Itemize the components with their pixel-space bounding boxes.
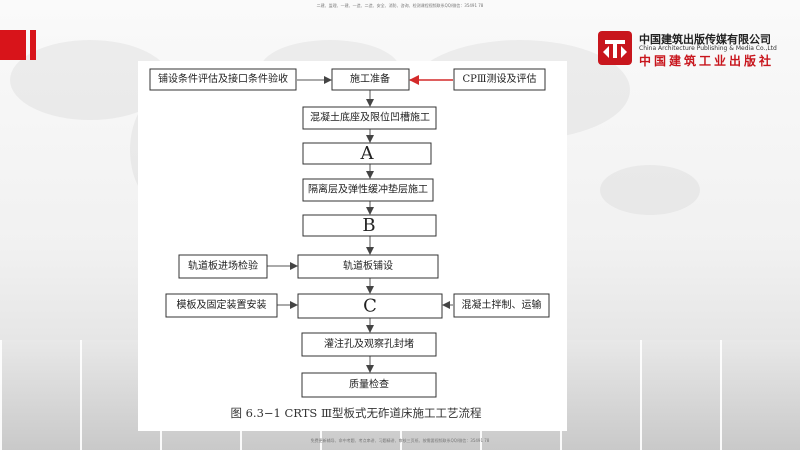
step-label-prep: 施工准备 bbox=[350, 72, 390, 85]
input-box-formwork bbox=[165, 293, 278, 318]
input-box-survey bbox=[149, 68, 297, 91]
figure-caption: 图 6.3−1 CRTS Ⅲ型板式无砟道床施工工艺流程 bbox=[230, 406, 482, 420]
step-box-B bbox=[302, 214, 437, 237]
publisher-name-en: China Architecture Publishing & Media Co… bbox=[639, 45, 777, 52]
red-accent-bar-thin bbox=[30, 30, 36, 60]
step-label-iso: 隔离层及弹性缓冲垫层施工 bbox=[308, 183, 428, 196]
input-box-slab-in bbox=[178, 254, 268, 279]
step-box-prep bbox=[331, 68, 410, 91]
step-label-qc: 质量检查 bbox=[349, 378, 389, 391]
publisher-logo: 中国建筑出版传媒有限公司 China Architecture Publishi… bbox=[597, 28, 797, 70]
step-box-iso bbox=[302, 178, 434, 202]
input-label-survey: 铺设条件评估及接口条件验收 bbox=[158, 72, 288, 85]
publisher-name-stylized: 中国建筑工业出版社 bbox=[639, 54, 775, 68]
step-label-slab: 轨道板铺设 bbox=[343, 259, 393, 272]
step-box-A bbox=[302, 142, 432, 165]
input-box-concrete bbox=[453, 293, 550, 318]
step-box-C bbox=[297, 293, 443, 319]
step-label-C: C bbox=[363, 296, 377, 317]
step-label-B: B bbox=[362, 215, 375, 236]
input-label-slab-in: 轨道板进场检验 bbox=[188, 259, 258, 272]
publisher-name-cn: 中国建筑出版传媒有限公司 bbox=[639, 33, 771, 46]
step-label-base: 混凝土底座及限位凹槽施工 bbox=[310, 111, 430, 124]
input-box-cp3 bbox=[453, 68, 546, 91]
step-box-slab bbox=[297, 254, 439, 279]
red-accent-bars bbox=[0, 30, 39, 60]
input-label-formwork: 模板及固定装置安装 bbox=[177, 298, 267, 311]
publisher-emblem-icon bbox=[598, 31, 632, 65]
step-label-A: A bbox=[360, 143, 375, 164]
step-box-base bbox=[302, 106, 437, 130]
input-label-cp3: CPⅢ测设及评估 bbox=[462, 72, 536, 85]
red-accent-bar bbox=[0, 30, 26, 60]
flowchart-figure: 施工准备 混凝土底座及限位凹槽施工 A 隔离层及弹性缓冲垫层施工 B 轨道板铺设… bbox=[138, 61, 567, 431]
header-contact-text: 二建、监理、一建、一造、二造、安全、消防、咨询、检测课程视频联系QQ/微信：35… bbox=[316, 3, 484, 8]
step-label-grout: 灌注孔及观察孔封堵 bbox=[324, 337, 414, 350]
step-box-qc bbox=[301, 372, 437, 398]
footer-contact-text: 免费更新辅导、命中考题、考点串讲、习题精讲、审核三页纸、按需要视频联系QQ/微信… bbox=[310, 438, 490, 443]
flowchart-diagram: 施工准备 混凝土底座及限位凹槽施工 A 隔离层及弹性缓冲垫层施工 B 轨道板铺设… bbox=[149, 68, 550, 420]
input-label-concrete: 混凝土拌制、运输 bbox=[462, 298, 542, 311]
step-box-grout bbox=[301, 332, 437, 357]
